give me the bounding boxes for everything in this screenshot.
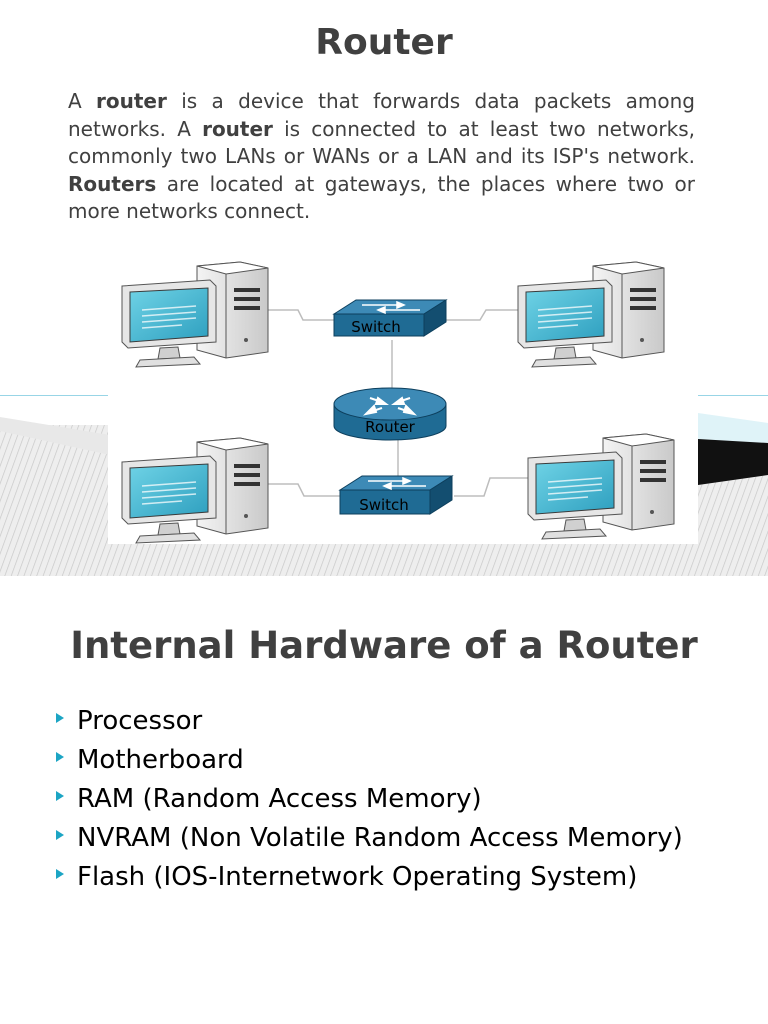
router-label: Router (365, 418, 416, 436)
bold-term: router (96, 89, 167, 113)
paragraph-text: A (68, 89, 97, 113)
computer-bottom-right (527, 433, 675, 540)
bullet-arrow-icon (56, 830, 64, 840)
list-item-text: Flash (IOS-Internetwork Operating System… (77, 862, 638, 892)
bullet-arrow-icon (56, 713, 64, 723)
switch-bottom-icon: Switch (338, 475, 454, 515)
list-item-text: NVRAM (Non Volatile Random Access Memory… (77, 823, 683, 853)
computer-bottom-left (121, 437, 269, 544)
computer-top-right (517, 261, 665, 368)
network-links (268, 309, 528, 497)
slide-title: Internal Hardware of a Router (70, 624, 698, 667)
list-item-text: RAM (Random Access Memory) (77, 784, 482, 814)
paragraph-text: are located at gateways, the places wher… (68, 171, 695, 224)
paragraph-text: is connected to at least two networks, c… (68, 116, 695, 169)
slide-router: Router A router is a device that forward… (0, 22, 768, 576)
switch-bottom-label: Switch (359, 496, 409, 514)
computer-top-left (121, 261, 269, 368)
list-item-text: Processor (77, 706, 203, 736)
slide-title: Router (315, 22, 453, 63)
list-item: NVRAM (Non Volatile Random Access Memory… (56, 821, 746, 855)
bullet-arrow-icon (56, 869, 64, 879)
hardware-list: Processor Motherboard RAM (Random Access… (56, 704, 746, 899)
list-item: Motherboard (56, 743, 746, 777)
bold-term: Routers (68, 171, 157, 196)
bold-term: router (202, 116, 273, 141)
switch-top-label: Switch (351, 318, 401, 336)
router-definition-paragraph: A router is a device that forwards data … (68, 88, 695, 226)
paragraph-text: is a device that forwards data packets a… (68, 89, 695, 141)
switch-top-icon: Switch (332, 299, 448, 337)
bullet-arrow-icon (56, 752, 64, 762)
router-icon: Router (333, 387, 447, 441)
slide-internal-hardware: Internal Hardware of a Router Processor … (0, 576, 768, 1024)
network-diagram: Switch Router Switch (108, 252, 698, 544)
list-item: Flash (IOS-Internetwork Operating System… (56, 860, 746, 894)
list-item: Processor (56, 704, 746, 738)
bullet-arrow-icon (56, 791, 64, 801)
list-item-text: Motherboard (77, 745, 244, 775)
list-item: RAM (Random Access Memory) (56, 782, 746, 816)
